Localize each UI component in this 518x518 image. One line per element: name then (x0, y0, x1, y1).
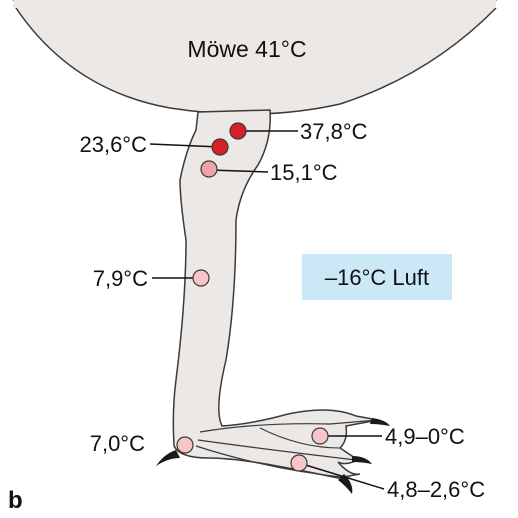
measurement-label-m6: 4,9–0°C (385, 424, 465, 449)
body-temperature-label: Möwe 41°C (187, 36, 306, 62)
measurement-dot-m4 (193, 270, 209, 286)
claw-front-middle (352, 456, 372, 464)
measurement-dot-m5 (177, 437, 193, 453)
measurement-dot-m2 (212, 139, 228, 155)
measurement-dot-m7 (291, 455, 307, 471)
measurement-label-m7: 4,8–2,6°C (387, 477, 485, 502)
measurement-dot-m6 (312, 428, 328, 444)
measurement-label-m5: 7,0°C (90, 431, 145, 456)
claw-back (156, 450, 180, 466)
measurement-label-m2: 23,6°C (79, 132, 147, 157)
measurement-label-m3: 15,1°C (270, 160, 338, 185)
panel-letter: b (8, 487, 23, 514)
measurement-dot-m3 (201, 161, 217, 177)
gull-body-top (14, 0, 496, 8)
measurement-dot-m1 (230, 123, 246, 139)
air-temperature-label: –16°C Luft (325, 265, 429, 290)
measurement-label-m4: 7,9°C (93, 266, 148, 291)
measurement-label-m1: 37,8°C (300, 119, 368, 144)
